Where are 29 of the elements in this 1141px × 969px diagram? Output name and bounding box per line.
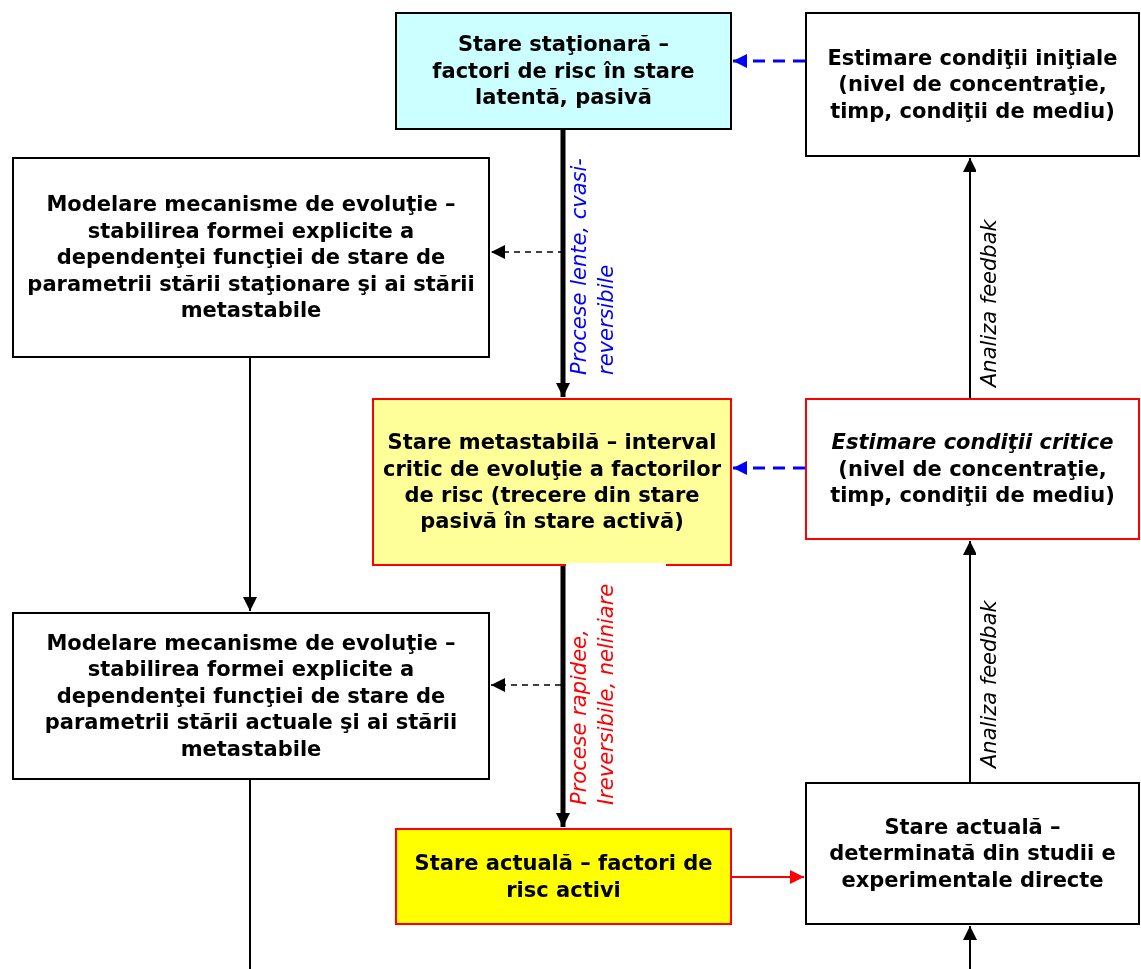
process-box [12,157,490,358]
edge-label: Procese rapidee, Ireversibile, neliniare [566,563,666,805]
arrow [963,157,977,399]
arrow [963,925,977,969]
dashed-arrow [733,54,805,68]
arrow [556,566,570,827]
process-box [12,612,490,780]
process-box [372,398,732,566]
box-text: Estimare condiţii critice (nivel de concentraţie, timp, condiţii de mediu) [829,429,1116,509]
process-box [805,398,1140,540]
process-box [395,12,732,130]
arrow [731,870,805,884]
line [249,779,251,969]
dashed-arrow [490,129,564,259]
box-text: Estimare condiţii iniţiale (nivel de concentraţie, timp, condiţii de mediu) [826,44,1119,125]
box-text: Stare staţionară – factori de risc în stare latentă, pasivă [431,31,696,111]
arrow [556,130,570,397]
dashed-arrow [733,461,805,475]
arrow [963,540,977,783]
process-box [805,12,1140,157]
box-text: Modelare mecanisme de evoluţie – stabilirea formei explicite a dependenţei funcţiei de stare de parametrii stării actuale şi ai stării metastabile [43,629,459,763]
arrow [243,357,257,612]
box-text: Stare actuală – determinată din studii e experimentale directe [828,813,1117,894]
process-box [805,782,1140,925]
dashed-arrow [490,565,564,692]
box-text: Modelare mecanisme de evoluţie – stabilirea formei explicite a dependenţei funcţiei de stare de parametrii stării staţionare şi ai stării metastabile [26,191,476,324]
box-text: Stare actuală – factori de risc activi [413,850,714,903]
process-box [395,828,732,925]
box-text: Stare metastabilă – interval critic de evoluţie a factorilor de risc (trecere din stare pasivă în stare activă) [381,429,723,535]
